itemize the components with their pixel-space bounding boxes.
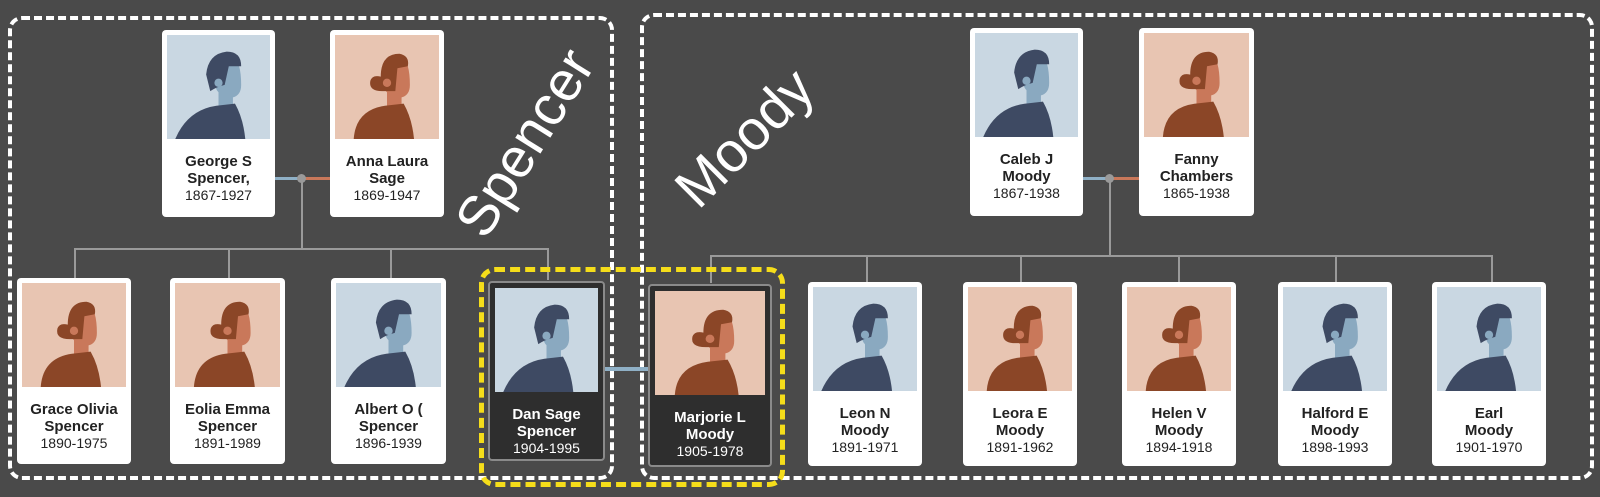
selected-couple-highlight bbox=[479, 267, 785, 487]
male-silhouette-icon bbox=[813, 287, 917, 391]
person-lifespan: 1890-1975 bbox=[40, 435, 108, 451]
person-lifespan: 1894-1918 bbox=[1145, 439, 1213, 455]
person-lifespan: 1891-1971 bbox=[831, 439, 899, 455]
male-silhouette-icon bbox=[336, 283, 441, 387]
person-name: Albert O (Spencer bbox=[354, 401, 423, 435]
moody-family-group bbox=[640, 13, 1594, 480]
person-lifespan: 1904-1995 bbox=[513, 440, 580, 456]
person-lifespan: 1865-1938 bbox=[1163, 185, 1230, 201]
person-lifespan: 1867-1938 bbox=[993, 185, 1060, 201]
person-lifespan: 1891-1989 bbox=[194, 435, 261, 451]
female-silhouette-icon bbox=[175, 283, 280, 387]
male-silhouette-icon bbox=[975, 33, 1078, 137]
male-silhouette-icon bbox=[1437, 287, 1541, 391]
person-lifespan: 1867-1927 bbox=[185, 187, 252, 203]
person-lifespan: 1905-1978 bbox=[676, 443, 744, 459]
female-silhouette-icon bbox=[968, 287, 1072, 391]
person-lifespan: 1901-1970 bbox=[1455, 439, 1523, 455]
female-silhouette-icon bbox=[22, 283, 126, 387]
spencer-family-group bbox=[8, 16, 614, 480]
female-silhouette-icon bbox=[1144, 33, 1249, 137]
person-card-albert[interactable]: Albert O (Spencer 1896-1939 bbox=[331, 278, 446, 464]
male-silhouette-icon bbox=[167, 35, 270, 139]
male-silhouette-icon bbox=[1283, 287, 1387, 391]
female-silhouette-icon bbox=[335, 35, 439, 139]
male-silhouette-icon bbox=[495, 288, 598, 392]
person-lifespan: 1869-1947 bbox=[353, 187, 421, 203]
person-lifespan: 1898-1993 bbox=[1301, 439, 1369, 455]
female-silhouette-icon bbox=[1127, 287, 1231, 391]
person-lifespan: 1896-1939 bbox=[355, 435, 422, 451]
person-lifespan: 1891-1962 bbox=[986, 439, 1054, 455]
female-silhouette-icon bbox=[655, 291, 765, 395]
